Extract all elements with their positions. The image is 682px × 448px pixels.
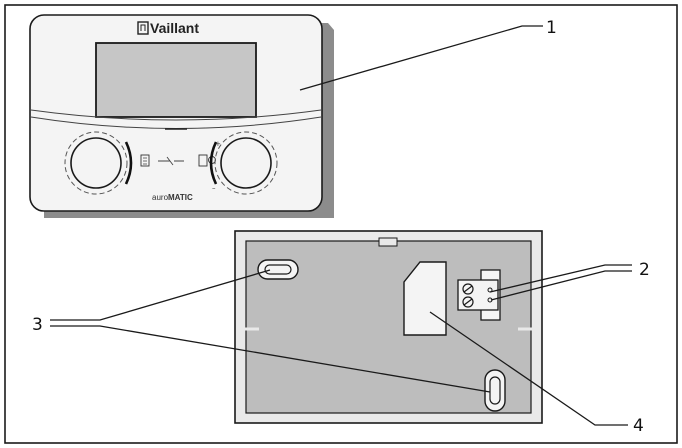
cable-opening [403, 261, 447, 336]
leader-4 [429, 311, 628, 426]
hare-emblem-icon [137, 21, 149, 35]
figure-frame [4, 4, 678, 444]
model-suffix: MATIC [168, 193, 193, 202]
leader-2a [489, 264, 632, 293]
callout-2: 2 [639, 260, 650, 280]
plus-icon: + [215, 140, 221, 148]
model-prefix: auro [152, 193, 169, 202]
separator-icon [158, 156, 184, 166]
leader-lines [50, 25, 632, 426]
leader-3a [50, 269, 271, 321]
leader-1 [299, 25, 543, 91]
controller-front: Vaillant + – [29, 14, 334, 218]
top-clip [378, 237, 398, 247]
right-rotary-knob: + – [209, 131, 278, 195]
center-symbols [140, 154, 216, 167]
menu-list-icon [140, 154, 150, 167]
mounting-hole-top [257, 259, 299, 280]
left-rotary-knob [64, 131, 133, 195]
display-screen [95, 42, 257, 118]
minus-icon: – [212, 184, 216, 192]
callout-3: 3 [32, 315, 43, 335]
callout-1: 1 [546, 18, 557, 38]
leader-3b [50, 325, 491, 393]
vaillant-logo: Vaillant [137, 20, 199, 36]
leader-2b [490, 270, 632, 301]
terminal-block [457, 269, 501, 321]
panel-curve-upper [30, 109, 322, 121]
mounting-hole-bottom [484, 369, 506, 412]
door-icon [198, 154, 208, 167]
brand-name: Vaillant [150, 20, 199, 36]
model-label: auroMATIC [152, 193, 193, 202]
backplate [234, 230, 543, 424]
callout-4: 4 [633, 416, 644, 436]
